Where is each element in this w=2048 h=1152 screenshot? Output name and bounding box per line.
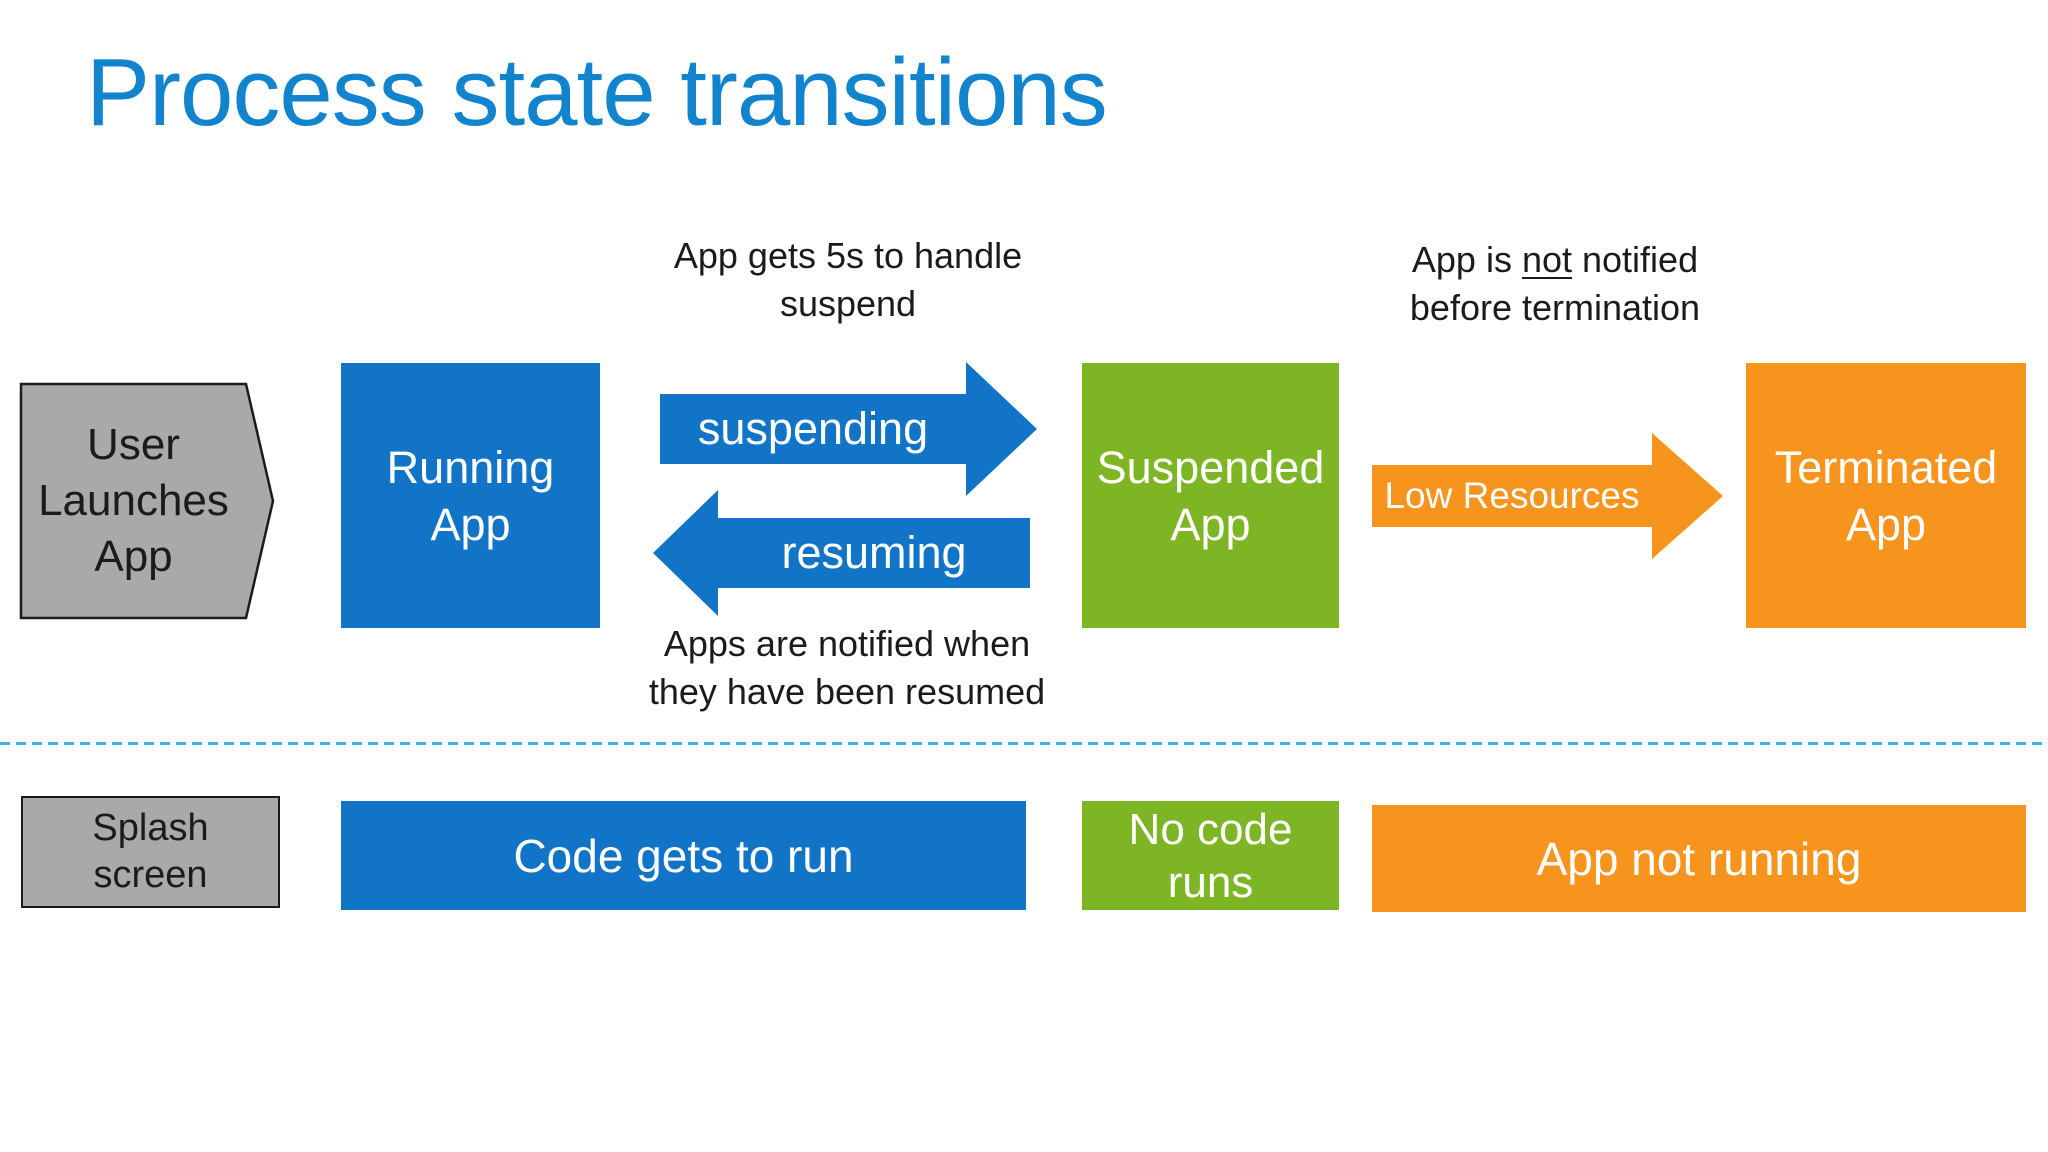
- running-app-line2: App: [430, 498, 511, 550]
- timeline-separator-dashed-line: [0, 742, 2048, 745]
- suspend-timing-note-line1: App gets 5s to handle: [673, 235, 1023, 276]
- splash-screen-box: Splash screen: [21, 796, 280, 908]
- terminated-app-box: Terminated App: [1746, 363, 2026, 628]
- no-code-runs-bar: No code runs: [1082, 801, 1339, 910]
- suspending-arrow-label: suspending: [697, 403, 929, 454]
- resume-note: Apps are notified when they have been re…: [597, 620, 1097, 716]
- suspending-arrow-icon: [660, 362, 1037, 496]
- terminated-app-line1: Terminated: [1774, 441, 1998, 493]
- user-launches-line3: App: [94, 532, 173, 581]
- app-not-running-bar: App not running: [1372, 805, 2026, 912]
- resuming-arrow-icon: [653, 490, 1030, 616]
- page-title: Process state transitions: [86, 39, 1108, 146]
- no-code-runs-line1: No code: [1128, 804, 1293, 854]
- terminated-app-line2: App: [1845, 498, 1927, 550]
- termination-note-line1: App is not notified: [1395, 236, 1715, 284]
- splash-screen-line2: screen: [93, 854, 208, 896]
- running-app-box: Running App: [341, 363, 600, 628]
- suspended-app-line2: App: [1170, 498, 1251, 550]
- user-launches-line1: User: [87, 420, 180, 469]
- termination-note: App is not notified before termination: [1395, 236, 1715, 332]
- resuming-arrow-label: resuming: [781, 527, 967, 578]
- termination-note-line2: before termination: [1409, 287, 1701, 328]
- resume-note-line1: Apps are notified when: [663, 623, 1031, 664]
- termination-note-post: notified: [1572, 239, 1699, 280]
- suspended-app-line1: Suspended: [1096, 441, 1325, 493]
- user-launches-chevron-shape: [19, 382, 275, 620]
- code-gets-to-run-bar: Code gets to run: [341, 801, 1026, 910]
- user-launches-line2: Launches: [38, 476, 229, 525]
- termination-note-pre: App is: [1411, 239, 1522, 280]
- low-resources-arrow-label: Low Resources: [1384, 475, 1640, 516]
- suspend-timing-note-line2: suspend: [779, 283, 917, 324]
- splash-screen-line1: Splash: [92, 807, 209, 849]
- low-resources-arrow-icon: [1372, 433, 1723, 559]
- user-launches-app-label: User Launches App: [21, 384, 246, 618]
- suspended-app-box: Suspended App: [1082, 363, 1339, 628]
- running-app-line1: Running: [386, 441, 555, 493]
- termination-note-not: not: [1521, 239, 1572, 280]
- resume-note-line2: they have been resumed: [648, 671, 1046, 712]
- no-code-runs-line2: runs: [1167, 857, 1254, 907]
- suspend-timing-note: App gets 5s to handle suspend: [598, 232, 1098, 328]
